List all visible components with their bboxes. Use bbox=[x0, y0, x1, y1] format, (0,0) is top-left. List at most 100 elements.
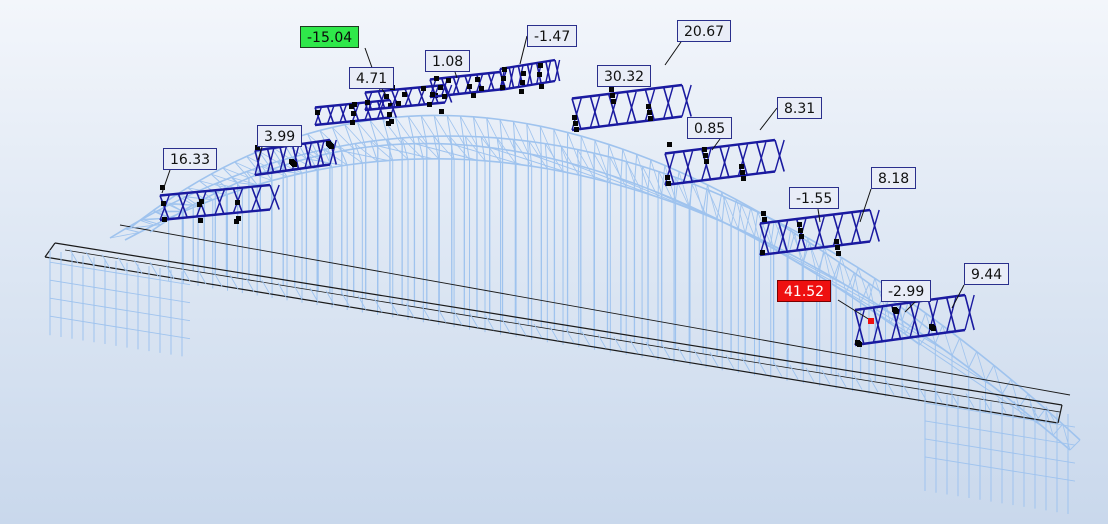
selected-panel-diagonal bbox=[314, 107, 322, 126]
node-marker bbox=[520, 80, 525, 85]
rib-cross-brace bbox=[607, 173, 708, 216]
back-rib-strut bbox=[951, 338, 961, 356]
approach-column-right-tie bbox=[924, 402, 1076, 428]
front-rib-chord-top bbox=[234, 155, 248, 163]
result-label-4-71[interactable]: 4.71 bbox=[349, 67, 395, 89]
front-rib-strut bbox=[459, 115, 465, 146]
deck-cross-beam bbox=[629, 339, 639, 354]
result-label-min-minus-15-04[interactable]: -15.04 bbox=[300, 26, 360, 48]
selected-panel-diagonal bbox=[909, 302, 920, 338]
back-rib-diagonal bbox=[840, 257, 853, 290]
node-marker bbox=[610, 93, 615, 98]
deck-cross-beam bbox=[597, 334, 607, 349]
node-marker bbox=[835, 245, 840, 250]
front-rib-diagonal bbox=[332, 127, 354, 150]
deck-cross-beam bbox=[85, 251, 95, 267]
result-label-8-31[interactable]: 8.31 bbox=[777, 97, 823, 119]
back-rib-chord-top bbox=[577, 148, 594, 154]
front-rib-chord-top bbox=[408, 114, 422, 118]
front-rib-strut bbox=[647, 159, 652, 189]
node-marker bbox=[703, 153, 708, 158]
node-marker bbox=[572, 115, 577, 120]
front-rib-diagonal bbox=[357, 121, 379, 147]
selected-panel-diagonal bbox=[682, 151, 694, 183]
front-rib-diagonal bbox=[129, 224, 161, 229]
node-marker bbox=[427, 102, 432, 107]
front-rib-chord-top bbox=[553, 128, 568, 134]
node-marker bbox=[702, 147, 707, 152]
deck-cross-beam bbox=[757, 359, 767, 375]
deck-cross-beam bbox=[181, 267, 191, 282]
selected-panel-diagonal bbox=[177, 193, 189, 219]
back-rib-chord-top bbox=[529, 140, 546, 145]
front-rib-chord-bottom bbox=[830, 282, 847, 294]
front-rib-strut bbox=[816, 252, 825, 275]
front-rib-diagonal bbox=[539, 126, 555, 160]
back-rib-chord-bottom bbox=[754, 235, 772, 245]
result-label-20-67[interactable]: 20.67 bbox=[677, 20, 732, 42]
node-marker bbox=[365, 100, 370, 105]
front-rib-chord-bottom bbox=[787, 256, 803, 267]
back-rib-chord-top bbox=[1044, 408, 1064, 425]
front-rib-chord-bottom bbox=[353, 146, 366, 150]
selected-panel-diagonal bbox=[626, 91, 637, 124]
selected-panel-diagonal bbox=[329, 139, 337, 165]
node-marker bbox=[402, 92, 407, 97]
deck-cross-beam bbox=[789, 365, 799, 380]
deck-cross-beam bbox=[773, 362, 783, 377]
back-rib-chord-top bbox=[857, 266, 876, 279]
deck-cross-beam bbox=[869, 377, 879, 393]
deck-cross-beam bbox=[261, 280, 271, 295]
front-rib-chord-bottom bbox=[845, 292, 862, 304]
result-label-3-99[interactable]: 3.99 bbox=[257, 125, 303, 147]
front-rib-diagonal bbox=[721, 191, 732, 227]
front-rib-chord-top bbox=[567, 131, 582, 137]
node-marker bbox=[446, 78, 451, 83]
front-rib-diagonal bbox=[750, 207, 760, 241]
back-rib-diagonal bbox=[496, 137, 517, 165]
deck-cross-beam bbox=[741, 357, 751, 372]
back-rib-diagonal bbox=[609, 156, 627, 188]
label-leader-line bbox=[519, 35, 528, 65]
back-rib-chord-bottom bbox=[531, 165, 548, 170]
result-label-0-85[interactable]: 0.85 bbox=[687, 117, 733, 139]
back-rib-diagonal bbox=[246, 171, 273, 181]
front-rib-diagonal bbox=[650, 159, 663, 195]
back-rib-strut bbox=[139, 219, 155, 226]
back-rib-diagonal bbox=[370, 141, 394, 161]
result-label-minus-1-55[interactable]: -1.55 bbox=[789, 187, 840, 209]
result-label-minus-1-47[interactable]: -1.47 bbox=[527, 25, 578, 47]
result-label-30-32[interactable]: 30.32 bbox=[597, 65, 652, 87]
result-label-9-44[interactable]: 9.44 bbox=[964, 263, 1010, 285]
back-rib-chord-top bbox=[790, 228, 809, 239]
front-rib-chord-top bbox=[129, 218, 142, 229]
result-label-8-18[interactable]: 8.18 bbox=[871, 167, 917, 189]
result-label-16-33[interactable]: 16.33 bbox=[163, 148, 218, 170]
back-rib-diagonal bbox=[1010, 379, 1020, 408]
front-rib-strut bbox=[787, 233, 796, 258]
deck-cross-beam bbox=[677, 347, 687, 362]
rib-cross-brace bbox=[377, 145, 433, 160]
node-marker bbox=[665, 175, 670, 180]
result-label-max-41-52[interactable]: 41.52 bbox=[777, 280, 832, 302]
node-marker bbox=[197, 202, 202, 207]
front-rib-chord-bottom bbox=[476, 145, 490, 149]
back-rib-diagonal bbox=[976, 351, 986, 381]
front-rib-chord-top bbox=[580, 135, 596, 141]
front-rib-diagonal bbox=[636, 154, 649, 189]
selected-panel-diagonal bbox=[266, 148, 275, 174]
back-rib-chord-bottom bbox=[852, 288, 870, 300]
back-rib-chord-bottom bbox=[362, 160, 378, 164]
front-rib-diagonal bbox=[622, 149, 635, 184]
node-marker bbox=[648, 116, 653, 121]
label-leader-line bbox=[759, 107, 778, 131]
front-rib-chord-bottom bbox=[904, 333, 921, 346]
result-label-1-08[interactable]: 1.08 bbox=[425, 50, 471, 72]
deck-cross-beam bbox=[885, 380, 895, 395]
selected-panel-diagonal bbox=[279, 146, 287, 172]
result-label-minus-2-99[interactable]: -2.99 bbox=[881, 280, 932, 302]
front-rib-diagonal bbox=[838, 262, 847, 294]
label-leader-line bbox=[257, 146, 263, 161]
